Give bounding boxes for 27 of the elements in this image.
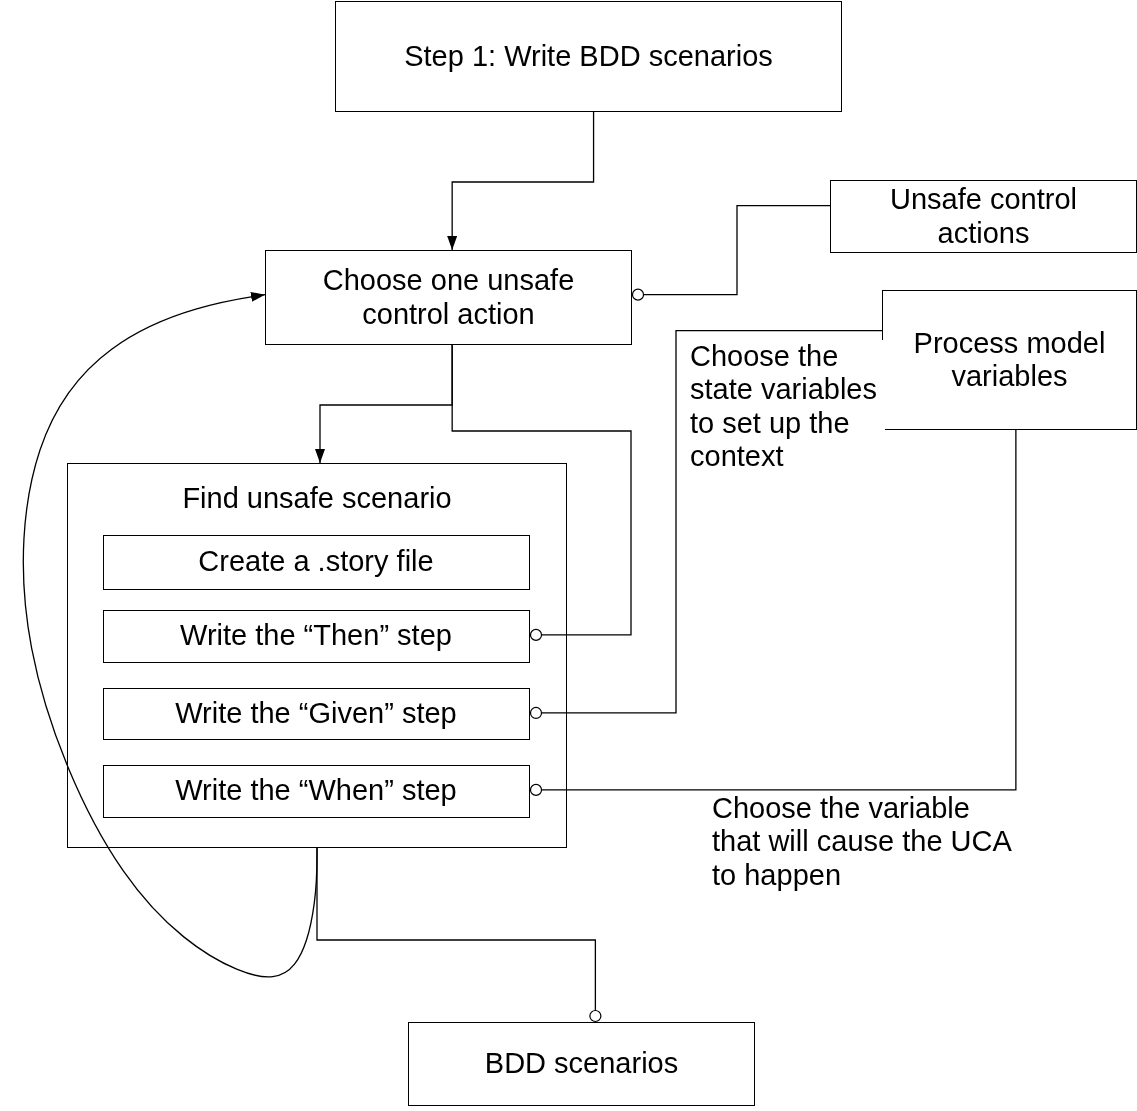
box-label: BDD scenarios — [484, 1047, 679, 1081]
box-label: Write the “Given” step — [175, 696, 457, 731]
process-box — [335, 1, 842, 112]
box-label: Unsafe control actions — [889, 183, 1078, 250]
process-box — [102, 534, 530, 590]
process-box — [830, 180, 1137, 253]
group-title: Find unsafe scenario — [182, 482, 452, 516]
arrow — [447, 111, 595, 251]
box-label: Choose one unsafe control action — [321, 264, 576, 331]
connector-line — [529, 429, 1017, 796]
connector-line — [316, 847, 602, 1023]
process-box — [102, 764, 530, 818]
box-label: Create a .story file — [198, 545, 434, 579]
connector-line — [529, 329, 883, 720]
process-box — [408, 1022, 755, 1106]
box-label: Process model variables — [912, 326, 1107, 394]
process-box — [102, 609, 530, 663]
box-label: Step 1: Write BDD scenarios — [404, 39, 773, 74]
arrow — [22, 291, 318, 978]
group-box — [67, 463, 567, 848]
process-box — [882, 290, 1137, 430]
process-box — [265, 250, 632, 345]
connector-line — [451, 344, 632, 641]
connector-line — [631, 204, 831, 301]
process-box — [102, 687, 530, 740]
box-label: Write the “Then” step — [180, 619, 452, 653]
box-label: Write the “When” step — [175, 774, 457, 808]
